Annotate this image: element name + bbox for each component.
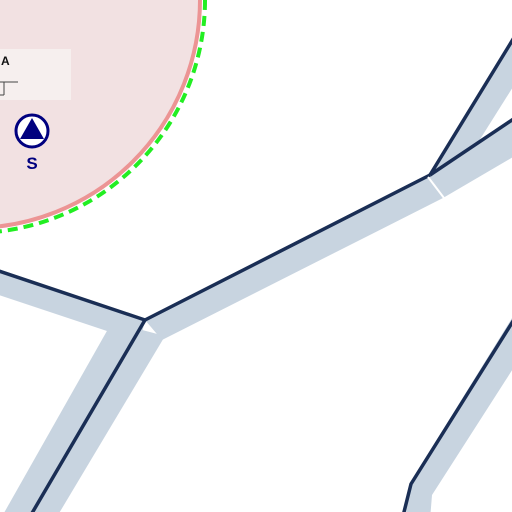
road-separator — [427, 176, 445, 199]
road-line-southwest[interactable] — [28, 319, 147, 512]
road-lines — [0, 36, 512, 512]
road-line-east[interactable] — [429, 117, 512, 177]
road-line-northeast[interactable] — [428, 36, 512, 176]
triangle-icon — [20, 118, 44, 139]
road-casing-east — [430, 118, 512, 198]
map-marker[interactable]: S — [14, 113, 50, 173]
road-line-main[interactable] — [144, 173, 431, 322]
road-line-west[interactable] — [0, 268, 146, 322]
road-casing-west — [0, 271, 145, 342]
zone-label-background — [0, 49, 71, 100]
road-casing-main — [145, 175, 443, 340]
road-line-southeast[interactable] — [402, 318, 512, 512]
road-casing-southwest — [4, 322, 165, 512]
marker-label: S — [26, 154, 37, 173]
zone-label-box: A — [0, 49, 71, 100]
zone-label-text: A — [1, 54, 10, 68]
road-casing-northeast — [430, 38, 512, 198]
